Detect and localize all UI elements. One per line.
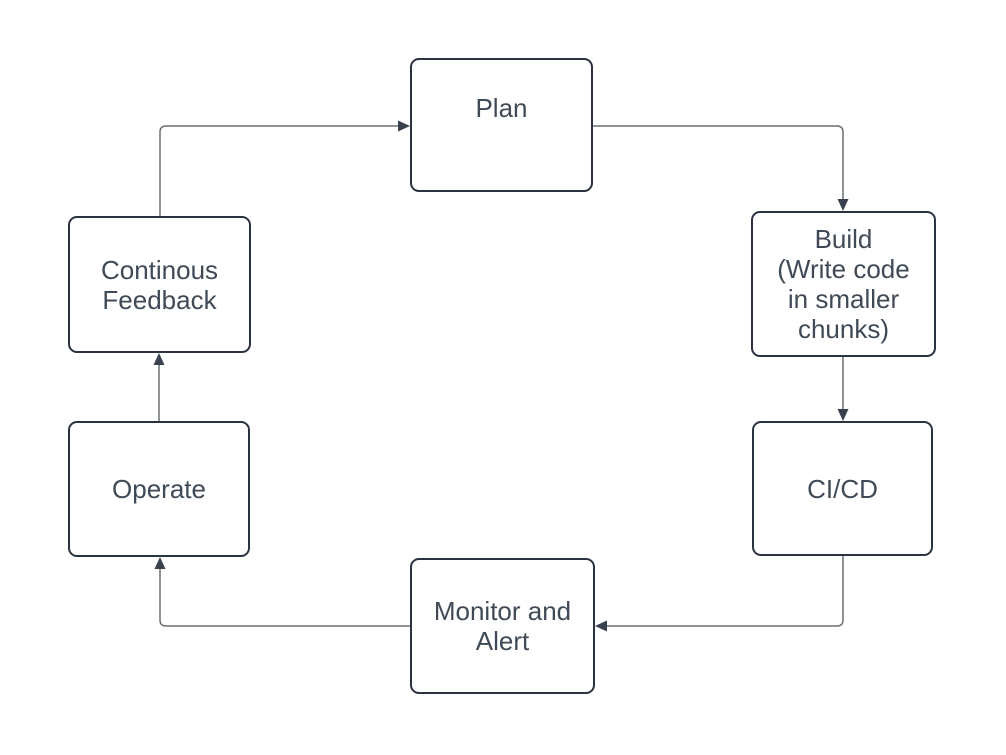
node-monitor-and-alert: Monitor and Alert — [410, 558, 595, 694]
node-plan: Plan — [410, 58, 593, 192]
arrowhead-feedback-to-plan — [398, 120, 410, 132]
arrowhead-build-to-cicd — [837, 409, 849, 421]
arrowhead-monitor-to-operate — [154, 557, 166, 569]
node-continous-feedback: Continous Feedback — [68, 216, 251, 353]
connector-cicd-to-monitor — [607, 556, 844, 627]
node-build-label: Build (Write code in smaller chunks) — [777, 224, 910, 344]
arrowhead-operate-to-feedback — [153, 353, 165, 365]
node-cicd: CI/CD — [752, 421, 933, 556]
connector-feedback-to-plan — [159, 125, 398, 216]
node-build: Build (Write code in smaller chunks) — [751, 211, 936, 357]
node-operate-label: Operate — [112, 474, 206, 504]
node-cicd-label: CI/CD — [807, 473, 878, 504]
node-operate: Operate — [68, 421, 250, 557]
arrowhead-cicd-to-monitor — [595, 620, 607, 632]
node-continous-feedback-label: Continous Feedback — [100, 254, 219, 315]
node-plan-label: Plan — [475, 93, 528, 123]
connector-monitor-to-operate — [159, 569, 410, 627]
node-monitor-and-alert-label: Monitor and Alert — [433, 596, 572, 656]
connector-plan-to-build — [593, 125, 844, 199]
arrowhead-plan-to-build — [837, 199, 849, 211]
